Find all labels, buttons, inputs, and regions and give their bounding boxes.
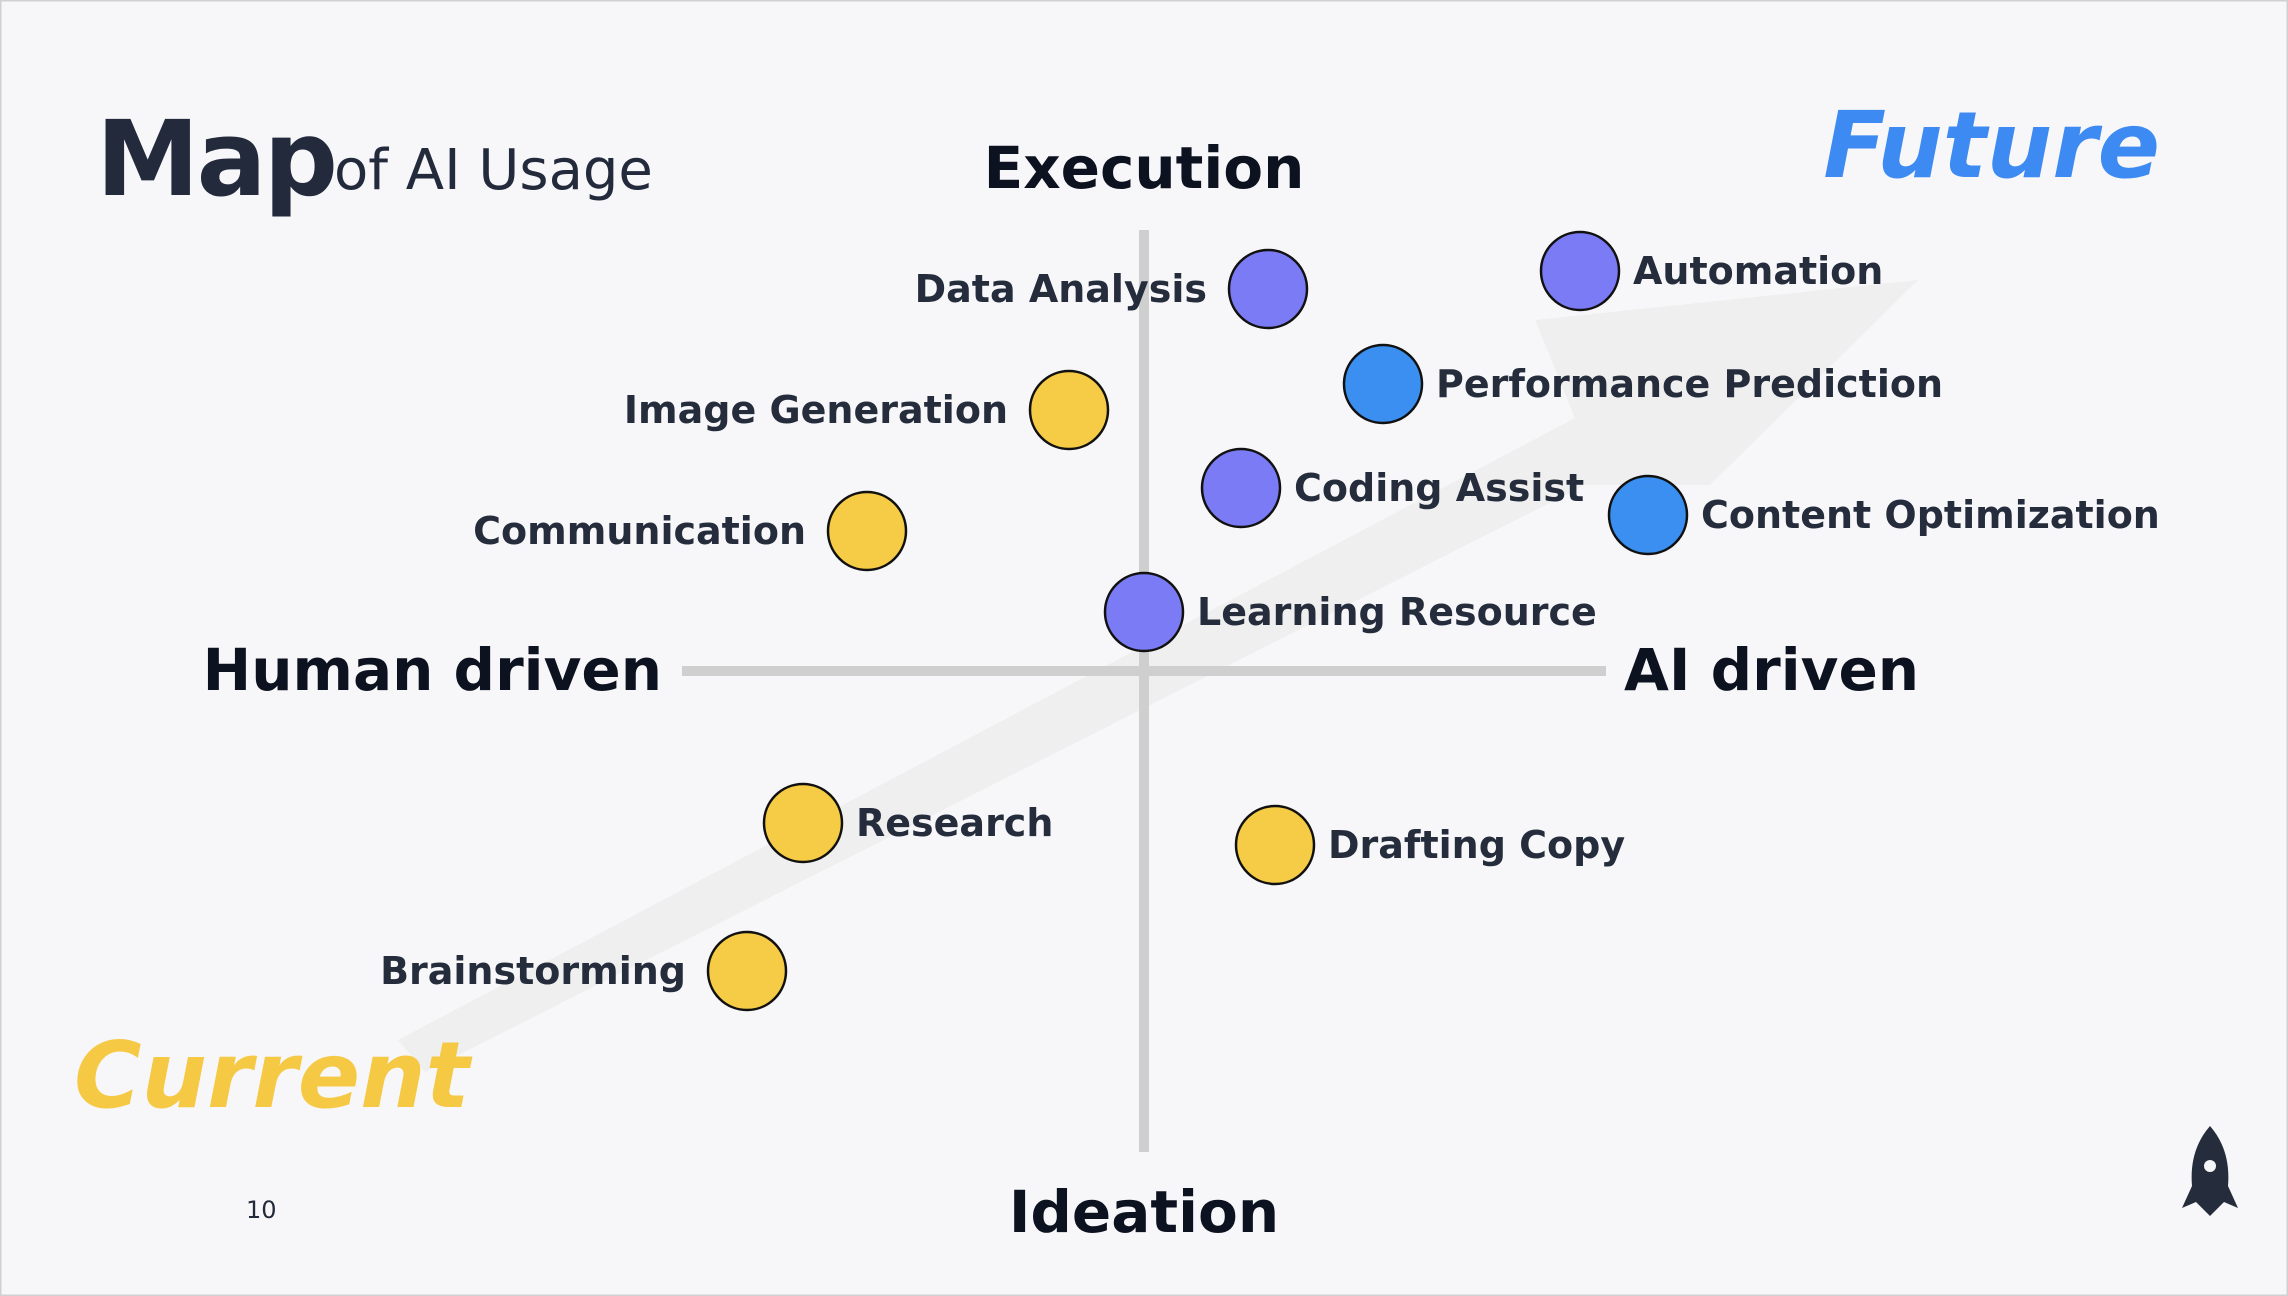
performance-prediction-label: Performance Prediction	[1436, 362, 1944, 406]
brainstorming-dot	[706, 930, 788, 1012]
content-optimization-label: Content Optimization	[1701, 493, 2160, 537]
item-dots	[706, 230, 1689, 1012]
communication-label: Communication	[473, 509, 806, 553]
page-title: Map	[96, 98, 338, 220]
learning-resource-label: Learning Resource	[1197, 590, 1597, 634]
data-analysis-dot	[1227, 248, 1309, 330]
research-label: Research	[856, 801, 1054, 845]
image-generation-label: Image Generation	[623, 388, 1008, 432]
brainstorming-label: Brainstorming	[380, 949, 686, 993]
coding-assist-dot	[1200, 447, 1282, 529]
coding-assist-label: Coding Assist	[1294, 466, 1585, 510]
future-label: Future	[1823, 92, 2160, 199]
axis-label-human-driven: Human driven	[202, 636, 662, 704]
axis-label-ai-driven: AI driven	[1624, 636, 1920, 704]
page-number: 10	[246, 1196, 277, 1224]
drafting-copy-dot	[1234, 804, 1316, 886]
performance-prediction-dot	[1342, 343, 1424, 425]
image-generation-dot	[1028, 369, 1110, 451]
data-analysis-label: Data Analysis	[914, 267, 1207, 311]
drafting-copy-label: Drafting Copy	[1328, 823, 1626, 867]
content-optimization-dot	[1607, 474, 1689, 556]
communication-dot	[826, 490, 908, 572]
learning-resource-dot	[1103, 571, 1185, 653]
automation-dot	[1539, 230, 1621, 312]
page-subtitle: of AI Usage	[334, 138, 653, 203]
axis-label-execution: Execution	[983, 134, 1305, 202]
rocket-icon	[2182, 1126, 2238, 1216]
axis-label-ideation: Ideation	[1008, 1178, 1280, 1246]
current-label: Current	[74, 1022, 470, 1129]
automation-label: Automation	[1633, 249, 1884, 293]
research-dot	[762, 782, 844, 864]
